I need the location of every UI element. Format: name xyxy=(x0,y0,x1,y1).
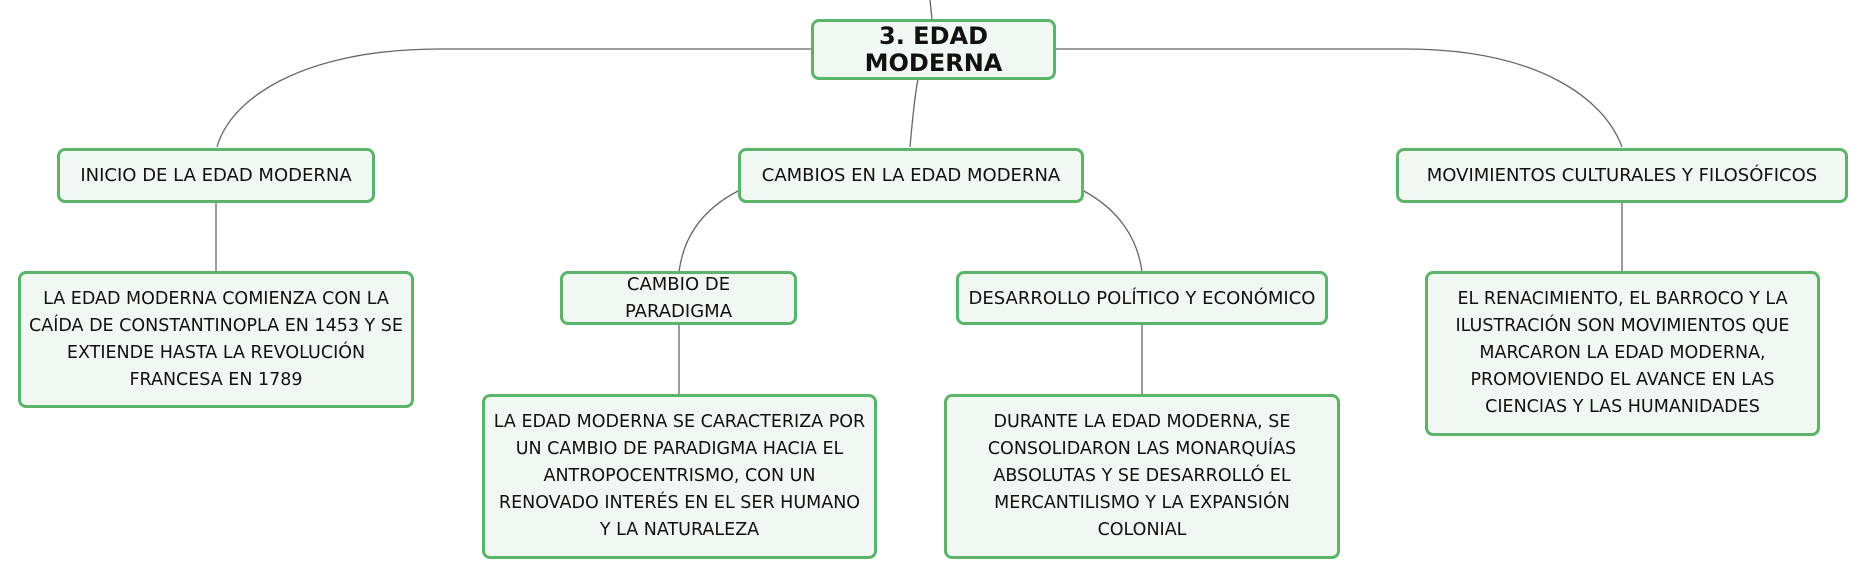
paradigma-node-label: CAMBIO DE PARADIGMA xyxy=(624,274,733,322)
movimientos-node[interactable]: MOVIMIENTOS CULTURALES Y FILOSÓFICOS xyxy=(1396,148,1848,203)
cambios-node-label: CAMBIOS EN LA EDAD MODERNA xyxy=(761,165,1061,186)
connector-cambios-paradigma xyxy=(678,189,741,273)
desarrollo-node-label: DESARROLLO POLÍTICO Y ECONÓMICO xyxy=(968,287,1316,309)
desarrollo-node[interactable]: DESARROLLO POLÍTICO Y ECONÓMICO xyxy=(956,271,1328,325)
inicio-node[interactable]: INICIO DE LA EDAD MODERNA xyxy=(57,148,375,203)
connector-cambios-desarrollo xyxy=(1081,189,1143,273)
inicio-node-label: INICIO DE LA EDAD MODERNA xyxy=(80,165,352,186)
desarrollo-detail-node[interactable]: DURANTE LA EDAD MODERNA, SE CONSOLIDARON… xyxy=(944,394,1340,559)
connector-root-parent xyxy=(929,0,933,20)
movimientos-detail-text: EL RENACIMIENTO, EL BARROCO Y LA ILUSTRA… xyxy=(1455,289,1790,417)
root-node[interactable]: 3. EDAD MODERNA xyxy=(811,19,1056,80)
paradigma-detail-node[interactable]: LA EDAD MODERNA SE CARACTERIZA POR UN CA… xyxy=(482,394,877,559)
movimientos-detail-node[interactable]: EL RENACIMIENTO, EL BARROCO Y LA ILUSTRA… xyxy=(1425,271,1820,436)
inicio-detail-node[interactable]: LA EDAD MODERNA COMIENZA CON LA CAÍDA DE… xyxy=(18,271,414,408)
paradigma-detail-text: LA EDAD MODERNA SE CARACTERIZA POR UN CA… xyxy=(493,412,866,540)
connector-root-movimientos xyxy=(1056,48,1623,148)
paradigma-node[interactable]: CAMBIO DE PARADIGMA xyxy=(560,271,797,325)
connector-root-cambios xyxy=(909,78,919,148)
root-node-label: 3. EDAD MODERNA xyxy=(864,21,1003,77)
connector-root-inicio xyxy=(216,48,812,148)
desarrollo-detail-text: DURANTE LA EDAD MODERNA, SE CONSOLIDARON… xyxy=(987,412,1297,540)
inicio-detail-text: LA EDAD MODERNA COMIENZA CON LA CAÍDA DE… xyxy=(29,288,403,390)
movimientos-node-label: MOVIMIENTOS CULTURALES Y FILOSÓFICOS xyxy=(1426,165,1818,186)
cambios-node[interactable]: CAMBIOS EN LA EDAD MODERNA xyxy=(738,148,1084,203)
